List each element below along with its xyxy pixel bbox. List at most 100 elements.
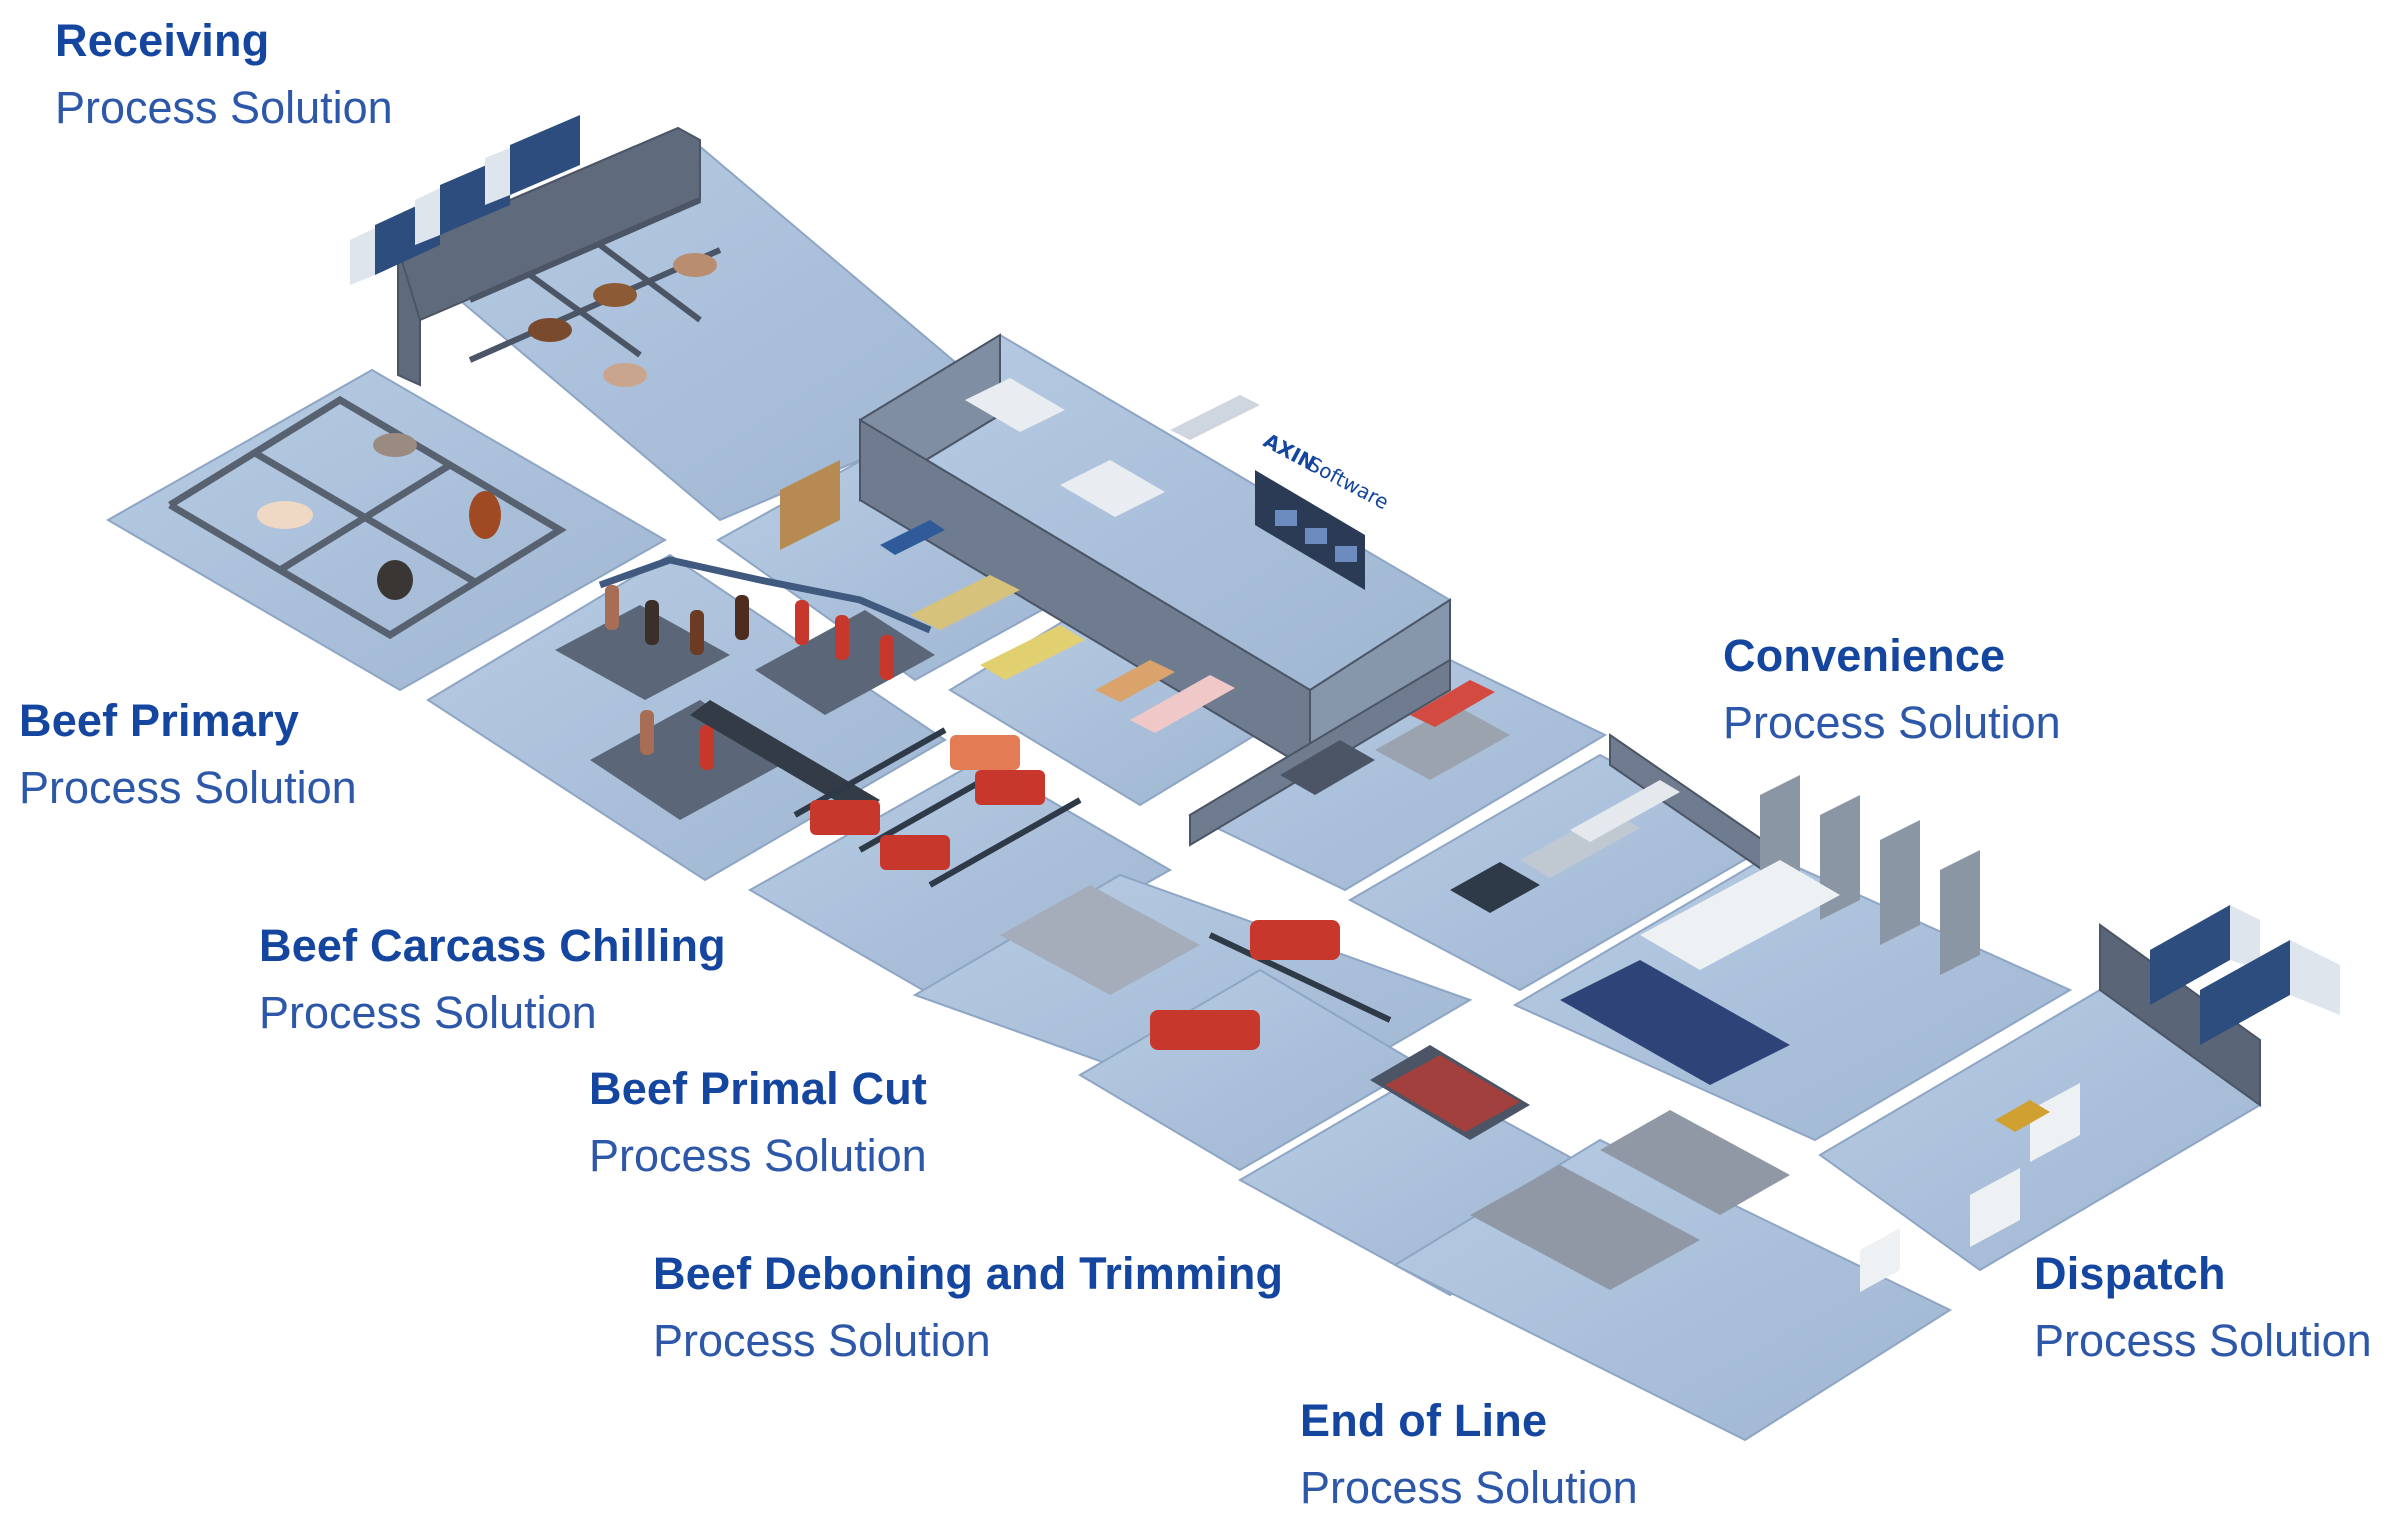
carcass xyxy=(880,835,950,870)
cow-icon xyxy=(528,318,572,342)
carcass xyxy=(950,735,1020,770)
carcass xyxy=(975,770,1045,805)
cow-icon xyxy=(593,283,637,307)
cattle xyxy=(528,253,717,387)
shelving xyxy=(1170,395,1260,440)
station-subtitle: Process Solution xyxy=(653,1315,991,1366)
boxes xyxy=(1095,660,1175,702)
pallet-stack xyxy=(1970,1168,2020,1247)
forming-line xyxy=(1375,705,1510,780)
storage-racks-floor xyxy=(1512,853,2073,1142)
convenience-equipment xyxy=(1280,680,1680,913)
pallet-stack xyxy=(2030,1083,2080,1162)
control-room-equipment xyxy=(965,378,1365,590)
scada-screen xyxy=(1275,510,1297,526)
station-label-beef-deboning: Beef Deboning and Trimming Process Solut… xyxy=(653,1251,1283,1363)
deboning-equipment xyxy=(1370,1045,1530,1140)
pallet-block xyxy=(1640,860,1840,970)
carcass xyxy=(1150,1010,1260,1050)
dispatch-trucks xyxy=(2150,905,2340,1045)
carcass xyxy=(1250,920,1340,960)
cutting-platform xyxy=(1000,885,1200,995)
cow-icon xyxy=(377,560,413,600)
forklift xyxy=(1995,1100,2050,1132)
station-title: Beef Carcass Chilling xyxy=(259,920,726,971)
chilling-floor xyxy=(747,758,1173,1002)
scada-screen xyxy=(1305,528,1327,544)
cow-icon xyxy=(257,501,313,529)
packing-line-1 xyxy=(1470,1165,1700,1290)
cow-icon xyxy=(469,491,501,539)
cow-icon xyxy=(673,253,717,277)
station-title: End of Line xyxy=(1300,1395,1548,1446)
cow-icon xyxy=(373,433,417,457)
hanging-carcasses xyxy=(605,585,894,770)
rack xyxy=(1820,795,1860,920)
carcass xyxy=(880,635,894,680)
station-subtitle: Process Solution xyxy=(19,762,357,813)
rack xyxy=(1940,850,1980,975)
pen-cattle xyxy=(257,433,501,600)
floor-slabs xyxy=(105,126,2262,1442)
cow-icon xyxy=(603,363,647,387)
dispatch-truck-1-cab xyxy=(2230,905,2260,970)
dispatch-truck-1 xyxy=(2150,905,2230,1005)
asrs-conveyor xyxy=(1560,960,1790,1085)
station-label-beef-primal-cut: Beef Primal Cut Process Solution xyxy=(589,1066,927,1178)
dispatch-truck-2-cab xyxy=(2290,940,2340,1015)
blue-crates xyxy=(880,520,945,555)
carcass xyxy=(700,725,714,770)
receiving-trucks xyxy=(350,115,580,285)
carcass xyxy=(605,585,619,630)
carcass xyxy=(645,600,659,645)
crate-row xyxy=(910,575,1020,630)
primal-cut-equipment xyxy=(1000,885,1392,1050)
truck-3 xyxy=(485,115,580,205)
dispatch-truck-2 xyxy=(2200,940,2290,1045)
pink-trays xyxy=(1130,675,1235,733)
station-label-beef-carcass-chilling: Beef Carcass Chilling Process Solution xyxy=(259,923,726,1035)
boxes-stack xyxy=(1860,1228,1900,1292)
packing-line-2 xyxy=(1600,1110,1790,1215)
oven xyxy=(1450,862,1540,913)
storage-racks xyxy=(1560,775,1980,1085)
overhead-rail xyxy=(598,556,932,634)
conference-table xyxy=(965,378,1065,432)
processing-machine xyxy=(1280,740,1375,795)
station-subtitle: Process Solution xyxy=(55,82,393,133)
station-title: Receiving xyxy=(55,15,270,66)
carcass xyxy=(795,600,809,645)
ingredient-tubs xyxy=(980,625,1085,680)
station-label-end-of-line: End of Line Process Solution xyxy=(1300,1398,1638,1510)
station-title: Beef Primary xyxy=(19,695,300,746)
red-conveyor xyxy=(1410,680,1495,727)
station-label-convenience: Convenience Process Solution xyxy=(1723,633,2061,745)
station-subtitle: Process Solution xyxy=(1300,1462,1638,1513)
station-subtitle: Process Solution xyxy=(589,1130,927,1181)
station-title: Convenience xyxy=(1723,630,2006,681)
dispatch-wall xyxy=(2099,923,2261,1107)
receiving-side-wall xyxy=(397,247,421,387)
chilled-sides xyxy=(810,735,1045,870)
conveyor xyxy=(690,700,880,815)
carcass xyxy=(640,710,654,755)
storage-items xyxy=(780,460,1235,733)
pallet-stack xyxy=(780,460,840,550)
station-subtitle: Process Solution xyxy=(259,987,597,1038)
carcass xyxy=(690,610,704,655)
roller-conveyor xyxy=(1570,780,1680,842)
station-title: Beef Deboning and Trimming xyxy=(653,1248,1284,1299)
carcass xyxy=(810,800,880,835)
station-subtitle: Process Solution xyxy=(1723,697,2061,748)
deboning-belt xyxy=(1385,1055,1520,1132)
end-of-line-equipment xyxy=(1470,1110,1900,1292)
carcass xyxy=(735,595,749,640)
station-label-receiving: Receiving Process Solution xyxy=(55,18,393,130)
dispatch-goods xyxy=(1970,1083,2080,1247)
primal-rail xyxy=(1208,932,1392,1023)
primary-pens xyxy=(168,395,567,640)
workstation xyxy=(1060,460,1165,517)
station-subtitle: Process Solution xyxy=(2034,1315,2372,1366)
station-label-dispatch: Dispatch Process Solution xyxy=(2034,1251,2372,1363)
